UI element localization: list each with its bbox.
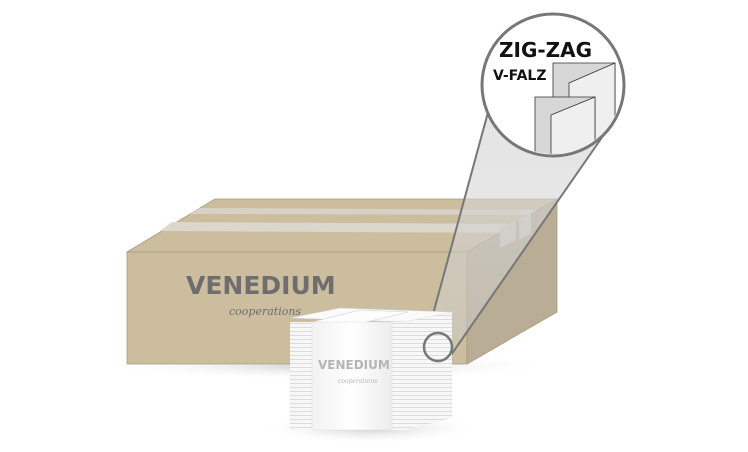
carton-tape-2 [160, 222, 540, 233]
stack-side [405, 312, 452, 430]
stack-brand-tagline: cooperations [338, 378, 377, 385]
stack-brand-logo: VENEDIUM [318, 358, 390, 372]
fold-type-title: ZIG-ZAG [499, 38, 592, 62]
zigzag-fold-icon [534, 62, 616, 154]
fold-type-subtitle: V-FALZ [493, 68, 547, 84]
magnifier-focus-circle [422, 331, 454, 363]
magnifier-lens: ZIG-ZAG V-FALZ [480, 12, 626, 158]
carton-brand-tagline: cooperations [229, 305, 301, 318]
stack-band-front [311, 321, 393, 431]
magnifier-cone [426, 112, 614, 355]
napkin-stack: VENEDIUM cooperations [289, 307, 453, 431]
carton-brand-logo: VENEDIUM [186, 271, 336, 300]
